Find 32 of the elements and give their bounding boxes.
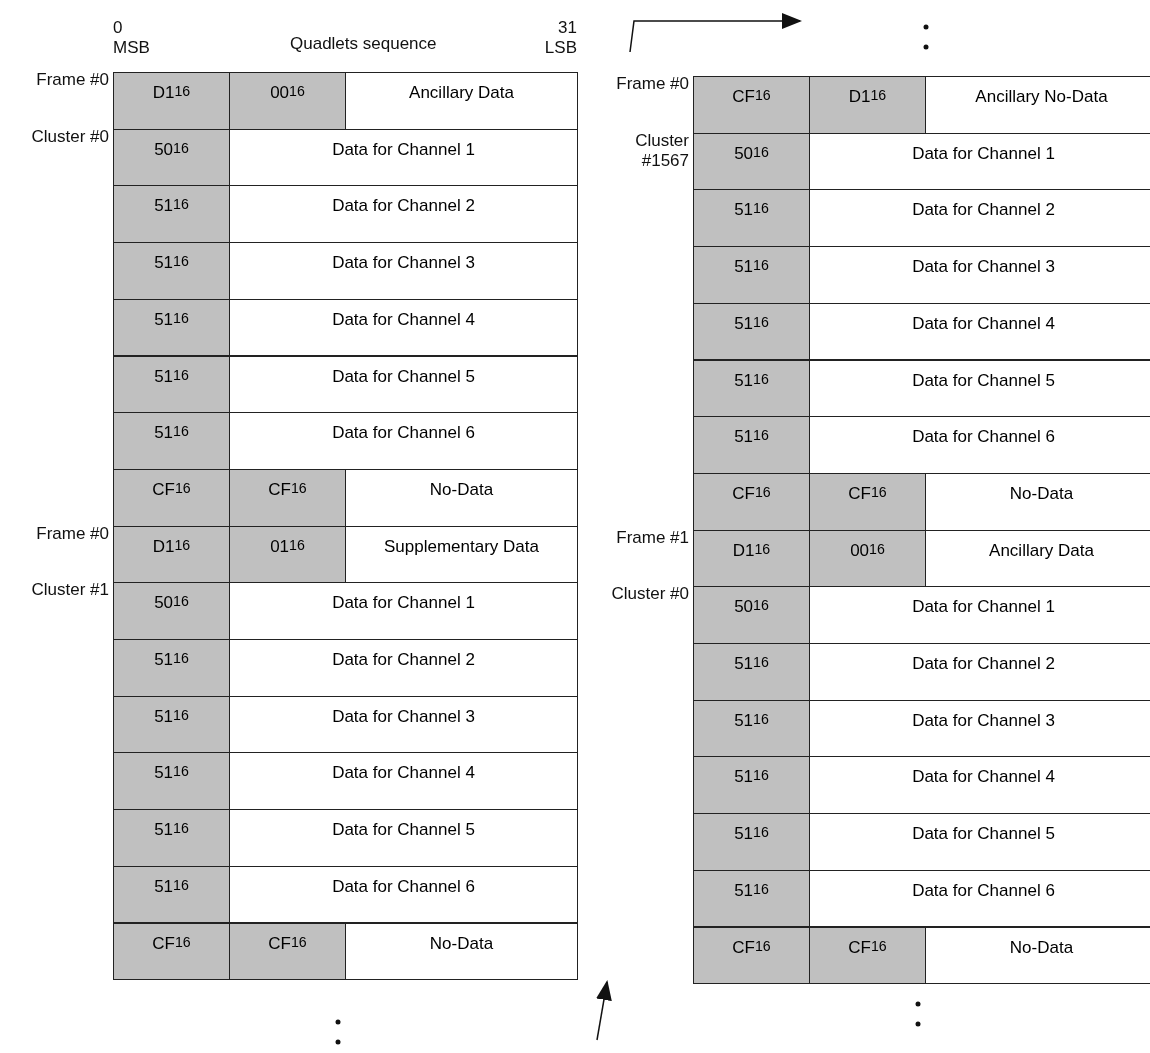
- bit-number: 31: [557, 18, 577, 38]
- bit-label: MSB: [113, 38, 150, 58]
- row-label: Cluster #0: [610, 584, 689, 605]
- data-field: Data for Channel 4: [229, 752, 578, 811]
- data-field: Data for Channel 1: [229, 582, 578, 640]
- data-field: Data for Channel 4: [229, 298, 578, 357]
- data-field: Data for Channel 5: [229, 809, 578, 867]
- row-label: Frame #0: [35, 523, 109, 544]
- data-field: Data for Channel 3: [229, 242, 578, 300]
- row-label: Cluster #1: [30, 580, 109, 601]
- data-field: Data for Channel 2: [229, 639, 578, 697]
- data-field: Data for Channel 5: [229, 355, 578, 414]
- row-label: Frame #0: [35, 70, 109, 90]
- row-label: Frame #1: [615, 527, 689, 548]
- data-field: No-Data: [345, 468, 578, 527]
- data-field: Ancillary No-Data: [925, 76, 1150, 134]
- data-field: Data for Channel 1: [229, 128, 578, 187]
- data-field: Ancillary Data: [345, 72, 578, 130]
- bit-label: LSB: [543, 38, 577, 58]
- data-field: No-Data: [925, 926, 1150, 985]
- bit-number: 0: [113, 18, 123, 38]
- row-label: Cluster #1567: [634, 130, 689, 171]
- row-label: Frame #0: [615, 74, 689, 94]
- data-field: No-Data: [345, 922, 578, 981]
- data-field: Data for Channel 2: [229, 185, 578, 244]
- data-field: Supplementary Data: [345, 525, 578, 584]
- data-field: Data for Channel 6: [229, 412, 578, 470]
- data-field: Data for Channel 6: [229, 865, 578, 924]
- data-field: Data for Channel 5: [809, 359, 1150, 418]
- row-label: Cluster #0: [30, 126, 109, 147]
- sequence-title: Quadlets sequence: [290, 34, 437, 54]
- data-field: Data for Channel 3: [229, 695, 578, 754]
